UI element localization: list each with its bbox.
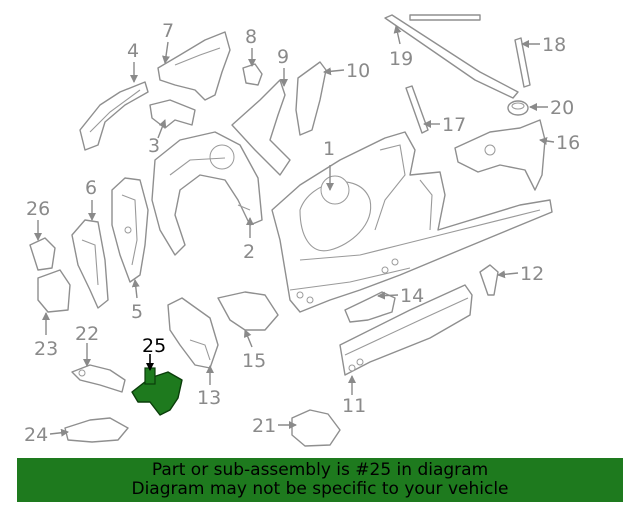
part-23-drawing — [37, 269, 71, 313]
banner-line-1: Part or sub-assembly is #25 in diagram — [151, 460, 489, 480]
part-2-drawing — [151, 131, 263, 256]
part-21-drawing — [291, 409, 341, 447]
callout-7: 7 — [162, 20, 174, 42]
callout-3: 3 — [148, 135, 160, 157]
banner-line-2: Diagram may not be specific to your vehi… — [131, 479, 509, 499]
part-20-drawing — [507, 100, 529, 116]
part-9-drawing — [231, 79, 291, 176]
callout-labels: 1 2 3 4 5 6 7 8 9 10 11 12 13 14 15 16 1… — [24, 20, 580, 446]
part-25-drawing — [131, 367, 183, 416]
callout-1: 1 — [323, 138, 335, 160]
callout-14: 14 — [400, 285, 424, 307]
part-22-drawing — [71, 364, 126, 393]
callout-17: 17 — [442, 114, 466, 136]
callout-8: 8 — [245, 26, 257, 48]
callout-22: 22 — [75, 323, 99, 345]
part-6-drawing — [71, 219, 109, 309]
part-24-drawing — [64, 417, 129, 443]
callout-26: 26 — [26, 198, 50, 220]
part-26-drawing — [29, 237, 56, 271]
part-18-drawing — [514, 37, 531, 88]
part-12-drawing — [479, 264, 499, 296]
part-19-drawing — [384, 14, 519, 99]
info-banner: Part or sub-assembly is #25 in diagram D… — [17, 458, 623, 502]
callout-15: 15 — [242, 350, 266, 372]
callout-12: 12 — [520, 263, 544, 285]
callout-13: 13 — [197, 387, 221, 409]
part-8-drawing — [242, 63, 263, 86]
part-16-drawing — [454, 119, 546, 191]
part-17-drawing — [405, 85, 429, 134]
callout-24: 24 — [24, 424, 48, 446]
part-10-drawing — [295, 61, 327, 136]
callout-21: 21 — [252, 415, 276, 437]
callout-20: 20 — [550, 97, 574, 119]
callout-23: 23 — [34, 338, 58, 360]
part-4-drawing — [79, 81, 149, 151]
callout-4: 4 — [127, 40, 139, 62]
callout-18: 18 — [542, 34, 566, 56]
callout-6: 6 — [85, 177, 97, 199]
leader-lines — [34, 25, 555, 437]
callout-9: 9 — [277, 46, 289, 68]
part-1-drawing — [271, 131, 553, 313]
part-13-drawing — [167, 297, 219, 369]
callout-2: 2 — [243, 241, 255, 263]
callout-5: 5 — [131, 301, 143, 323]
part-11-drawing — [339, 284, 473, 376]
callout-16: 16 — [556, 132, 580, 154]
part-7-drawing — [157, 31, 231, 101]
part-3-drawing — [149, 99, 196, 129]
part-15-drawing — [217, 291, 279, 331]
callout-10: 10 — [346, 60, 370, 82]
part-5-drawing — [111, 177, 149, 283]
callout-11: 11 — [342, 395, 366, 417]
part-14-drawing — [344, 291, 396, 323]
callout-25: 25 — [142, 335, 166, 357]
callout-19: 19 — [389, 48, 413, 70]
